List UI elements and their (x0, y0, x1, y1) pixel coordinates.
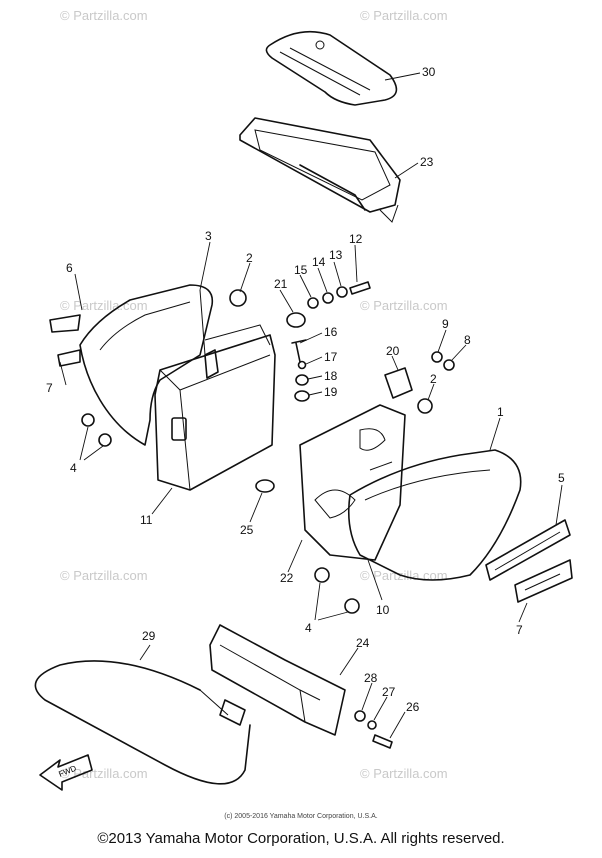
hardware-stack (229, 281, 371, 402)
watermark: © Partzilla.com (360, 298, 448, 313)
part-15-washer (307, 297, 319, 309)
part-1-side-cover-right (347, 449, 522, 581)
watermark: © Partzilla.com (60, 8, 148, 23)
callout-30: 30 (422, 65, 436, 79)
part-16-bolt (291, 339, 307, 363)
part-23-tray (239, 117, 401, 223)
callout-labels: 30 23 3 2 6 21 15 14 13 12 16 17 18 19 2… (46, 65, 565, 714)
callout-7: 7 (46, 381, 53, 395)
callout-6: 6 (66, 261, 73, 275)
callout-25: 25 (240, 523, 254, 537)
grommets (81, 351, 455, 614)
callout-17: 17 (324, 350, 338, 364)
callout-2: 2 (246, 251, 253, 265)
copyright-footer: ©2013 Yamaha Motor Corporation, U.S.A. A… (97, 830, 505, 847)
callout-29: 29 (142, 629, 156, 643)
part-30-cover (265, 30, 398, 106)
callout-15: 15 (294, 263, 308, 277)
part-27-washer (367, 720, 377, 730)
callout-23: 23 (420, 155, 434, 169)
forward-arrow: FWD (39, 754, 93, 791)
callout-5: 5 (558, 471, 565, 485)
callout-1: 1 (497, 405, 504, 419)
watermark-layer: © Partzilla.com © Partzilla.com © Partzi… (60, 8, 448, 781)
part-7-emblem (514, 559, 573, 603)
callout-7b: 7 (516, 623, 523, 637)
callout-21: 21 (274, 277, 288, 291)
callout-14: 14 (312, 255, 326, 269)
part-10-bracket (299, 404, 406, 561)
callout-19: 19 (324, 385, 338, 399)
part-13-nut (336, 286, 348, 298)
exploded-view-drawing: © Partzilla.com © Partzilla.com © Partzi… (34, 8, 573, 820)
part-12-bolt (349, 281, 371, 295)
callout-22: 22 (280, 571, 294, 585)
callout-4b: 4 (305, 621, 312, 635)
callout-9: 9 (442, 317, 449, 331)
callout-26: 26 (406, 700, 420, 714)
watermark: © Partzilla.com (360, 8, 448, 23)
callout-16: 16 (324, 325, 338, 339)
callout-13: 13 (329, 248, 343, 262)
callout-12: 12 (349, 232, 363, 246)
callout-8: 8 (464, 333, 471, 347)
callout-28: 28 (364, 671, 378, 685)
callout-20: 20 (386, 344, 400, 358)
callout-11: 11 (140, 513, 153, 527)
part-11-battery-box (154, 324, 276, 491)
watermark: © Partzilla.com (360, 766, 448, 781)
copyright-fine-print: (c) 2005-2016 Yamaha Motor Corporation, … (224, 813, 377, 820)
part-21-grommet (286, 312, 306, 328)
part-5-emblem (485, 519, 571, 581)
part-20-strap (384, 367, 413, 399)
part-26-bolt (372, 734, 393, 749)
leader-lines (59, 72, 563, 739)
part-2-grommet (229, 289, 247, 307)
callout-3: 3 (205, 229, 212, 243)
watermark: © Partzilla.com (60, 568, 148, 583)
watermark: © Partzilla.com (60, 298, 148, 313)
part-28-collar (354, 710, 366, 722)
callout-4: 4 (70, 461, 77, 475)
part-14-washer (322, 292, 334, 304)
part-17-washer (297, 360, 307, 370)
callout-24: 24 (356, 636, 370, 650)
part-3-side-cover-left (49, 284, 214, 446)
part-29-harness (34, 660, 251, 785)
callout-2b: 2 (430, 372, 437, 386)
part-18-collar (295, 374, 309, 386)
callout-10: 10 (376, 603, 390, 617)
callout-18: 18 (324, 369, 338, 383)
part-24-duct (209, 624, 346, 736)
callout-27: 27 (382, 685, 396, 699)
watermark: © Partzilla.com (60, 766, 148, 781)
part-19-grommet (294, 390, 310, 402)
